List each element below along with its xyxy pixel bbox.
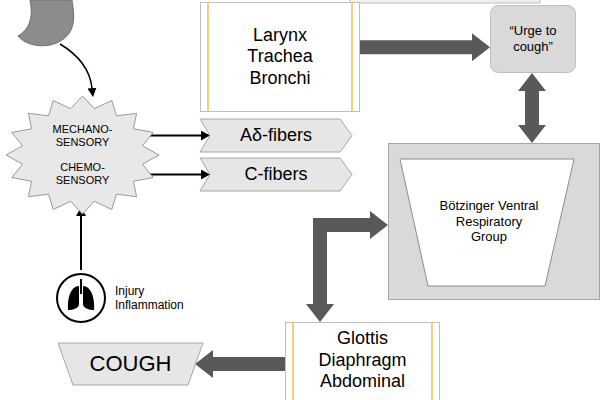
node-label: Injury Inflammation [115,284,195,313]
node-label: CHEMO-SENSORY [44,161,122,187]
airway-box: Larynx Trachea Bronchi [200,2,360,112]
sensor-starburst: MECHANO-SENSORY CHEMO-SENSORY [5,95,160,215]
sensory-arrow [146,135,201,137]
stomach-figure [18,0,74,46]
injury-icon: Injury Inflammation [55,270,215,326]
sensor-starburst-outline [5,95,160,215]
fiber-chevron: Aδ-fibers [200,119,352,152]
urge-box: “Urge to cough” [490,5,576,73]
node-label: Bötzinger Ventral Respiratory Group [439,198,539,245]
fiber-chevron: C-fibers [200,158,352,191]
stomach-arrow [60,44,92,88]
node-label: Larynx Trachea Bronchi [230,25,330,90]
cough-trapezoid: COUGH [58,343,203,385]
node-label: Glottis Diaphragm Abdominal [313,328,413,393]
signal-arrow [213,357,285,371]
sensory-arrow [80,216,82,270]
node-label: COUGH [90,351,172,377]
node-label: C-fibers [244,164,307,186]
signal-arrow [360,40,472,54]
signal-arrow [320,225,370,304]
partial-box [350,0,540,3]
node-label: Aδ-fibers [240,125,312,147]
effector-box: Glottis Diaphragm Abdominal [285,322,440,400]
node-label: “Urge to cough” [497,23,569,54]
brainstem-box: Bötzinger Ventral Respiratory Group [388,143,600,300]
sensory-arrow [146,174,201,176]
signal-arrow [525,91,539,125]
node-label: MECHANO-SENSORY [44,123,122,149]
